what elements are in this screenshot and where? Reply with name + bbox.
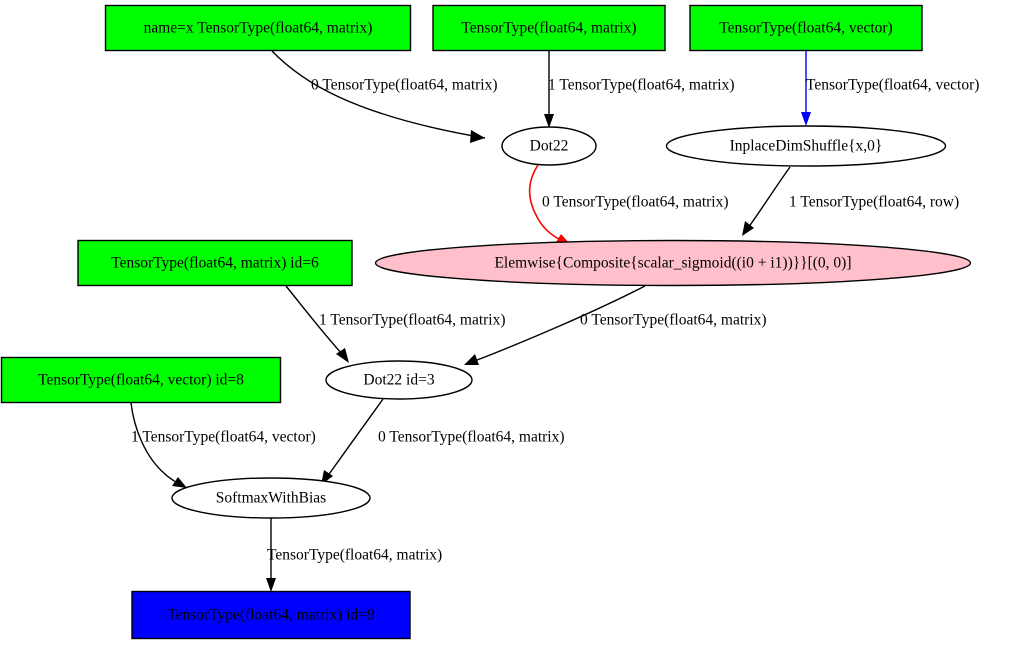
node-label: Elemwise{Composite{scalar_sigmoid((i0 + … xyxy=(494,255,851,272)
edge-in-w1-to-dot22: 1 TensorType(float64, matrix) xyxy=(544,51,735,128)
node-op-inplace-dimshuffle[interactable]: InplaceDimShuffle{x,0} xyxy=(665,125,947,167)
node-label: TensorType(float64, matrix) id=6 xyxy=(111,255,319,272)
edge-elemwise-to-dot22-id3: 0 TensorType(float64, matrix) xyxy=(464,285,767,365)
arrow-head-icon xyxy=(742,221,754,236)
node-op-dot22[interactable]: Dot22 xyxy=(501,126,597,166)
edge-in-w2-to-dot22-id3: 1 TensorType(float64, matrix) xyxy=(285,285,506,363)
node-shape[interactable] xyxy=(0,356,282,404)
edge-label: 0 TensorType(float64, matrix) xyxy=(542,194,729,211)
node-op-dot22-id3[interactable]: Dot22 id=3 xyxy=(325,360,473,400)
edge-path xyxy=(471,285,646,363)
edge-path xyxy=(528,164,564,242)
edge-path xyxy=(285,285,344,356)
edge-dot22-id3-to-softmax: 0 TensorType(float64, matrix) xyxy=(321,398,565,485)
arrow-head-icon xyxy=(544,114,554,128)
node-shape[interactable] xyxy=(689,4,923,52)
node-label: TensorType(float64, matrix) id=9 xyxy=(167,607,375,624)
node-label: SoftmaxWithBias xyxy=(216,490,326,507)
node-label: TensorType(float64, vector) xyxy=(719,20,892,37)
node-shape[interactable] xyxy=(432,4,666,52)
edge-label: 1 TensorType(float64, row) xyxy=(789,194,959,211)
node-op-softmax-with-bias[interactable]: SoftmaxWithBias xyxy=(171,477,371,519)
node-shape[interactable] xyxy=(104,4,412,52)
arrow-head-icon xyxy=(470,130,485,143)
edge-softmax-to-output: TensorType(float64, matrix) xyxy=(266,518,442,592)
edge-path xyxy=(271,50,486,139)
node-shape[interactable] xyxy=(131,590,411,640)
edge-label: 1 TensorType(float64, matrix) xyxy=(319,312,506,329)
node-label: name=x TensorType(float64, matrix) xyxy=(144,20,373,37)
arrow-head-icon xyxy=(801,112,811,126)
node-shape[interactable] xyxy=(171,477,371,519)
node-shape[interactable] xyxy=(501,126,597,166)
node-label: TensorType(float64, matrix) xyxy=(461,20,636,37)
arrow-head-icon xyxy=(266,578,276,592)
node-layer: name=x TensorType(float64, matrix) Tenso… xyxy=(0,4,972,640)
node-shape[interactable] xyxy=(374,239,972,287)
edge-path xyxy=(747,166,791,229)
arrow-head-icon xyxy=(172,477,187,488)
edge-path xyxy=(130,402,180,485)
edge-label: 0 TensorType(float64, matrix) xyxy=(378,429,565,446)
arrow-head-icon xyxy=(336,348,349,363)
edge-in-b2-to-softmax: 1 TensorType(float64, vector) xyxy=(130,402,316,488)
edge-label: TensorType(float64, vector) xyxy=(806,77,979,94)
node-label: TensorType(float64, vector) id=8 xyxy=(38,372,244,389)
node-input-w2[interactable]: TensorType(float64, matrix) id=6 xyxy=(77,239,353,287)
node-shape[interactable] xyxy=(77,239,353,287)
edge-label: TensorType(float64, matrix) xyxy=(267,547,442,564)
node-label: Dot22 xyxy=(530,138,569,155)
edge-label: 0 TensorType(float64, matrix) xyxy=(580,312,767,329)
edge-label: 0 TensorType(float64, matrix) xyxy=(311,77,498,94)
node-output-y[interactable]: TensorType(float64, matrix) id=9 xyxy=(131,590,411,640)
node-shape[interactable] xyxy=(325,360,473,400)
arrow-head-icon xyxy=(464,354,479,365)
node-shape[interactable] xyxy=(665,125,947,167)
node-op-elemwise-composite[interactable]: Elemwise{Composite{scalar_sigmoid((i0 + … xyxy=(374,239,972,287)
node-input-x[interactable]: name=x TensorType(float64, matrix) xyxy=(104,4,412,52)
edge-label: 1 TensorType(float64, vector) xyxy=(131,429,316,446)
edge-in-x-to-dot22: 0 TensorType(float64, matrix) xyxy=(271,50,498,143)
node-input-b2[interactable]: TensorType(float64, vector) id=8 xyxy=(0,356,282,404)
edge-dot22-to-elemwise: 0 TensorType(float64, matrix) xyxy=(528,164,729,244)
node-input-b1[interactable]: TensorType(float64, vector) xyxy=(689,4,923,52)
node-label: Dot22 id=3 xyxy=(363,372,434,389)
edge-label: 1 TensorType(float64, matrix) xyxy=(548,77,735,94)
edge-in-b1-to-dimshuffle: TensorType(float64, vector) xyxy=(801,51,979,126)
edge-path xyxy=(326,398,384,478)
node-input-w1[interactable]: TensorType(float64, matrix) xyxy=(432,4,666,52)
node-label: InplaceDimShuffle{x,0} xyxy=(730,138,883,155)
edge-dimshuffle-to-elemwise: 1 TensorType(float64, row) xyxy=(742,166,959,236)
